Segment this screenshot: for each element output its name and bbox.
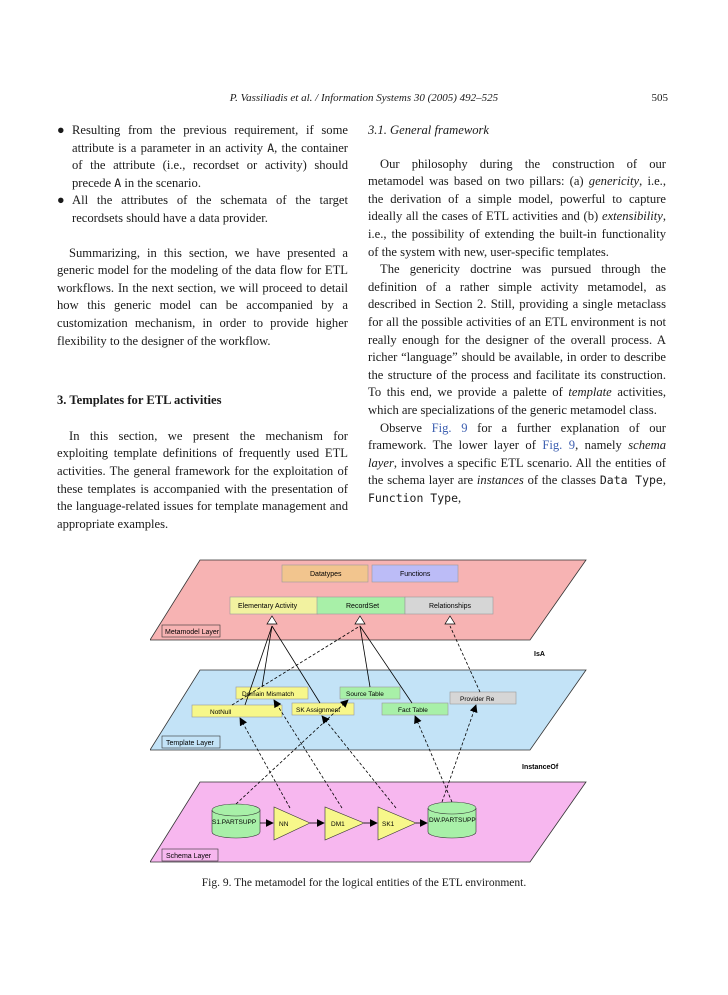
isa-label: IsA [534,651,545,658]
subsection-heading: 3.1. General framework [368,123,490,137]
domain-mismatch-label: Domain Mismatch [242,691,294,698]
p2-text-a: The genericity doctrine was pursued thro… [368,262,666,400]
code-data-type: Data Type [599,473,663,488]
figure-9: Metamodel Layer Datatypes Functions Elem… [150,550,590,870]
p3-text-d: , involves a specific ETL scenario. All … [368,455,666,488]
bullet1-line4b: in the scenario. [121,175,201,190]
running-header: P. Vassiliadis et al. / Information Syst… [60,92,668,108]
p3-text-e: of the classes [523,473,600,488]
running-title: P. Vassiliadis et al. / Information Syst… [229,92,499,104]
template-layer-label-box [161,735,221,749]
sk-assignment-label: SK Assignment [296,707,340,714]
left-column: ● Resulting from the previous requiremen… [57,122,348,533]
p3-instances: instances [476,473,524,488]
datatypes-box [281,564,369,583]
observe-paragraph: Observe Fig. 9 for a further explanation… [368,420,666,508]
metamodel-layer-label-box [161,624,221,638]
p3-text-b: for a further explanation of our framewo… [368,420,666,453]
p1-extensibility: extensibility [601,209,663,224]
fig9-link[interactable]: Fig. 9 [542,438,576,453]
isa-dashed-edges [231,625,481,706]
section-intro-paragraph: In this section, we present the mechanis… [57,428,348,531]
notnull-box [191,704,283,718]
p2-text-b: activities, which are specializations of… [368,385,666,417]
figure-caption: Fig. 9. The metamodel for the logical en… [201,877,527,889]
isa-head-recordset [354,615,366,625]
p2-template: template [568,385,612,400]
fact-table-box [381,702,449,716]
domain-mismatch-box [235,686,309,700]
isa-head-elementary [266,615,278,625]
page-number: 505 [651,92,669,104]
section-heading: 3. Templates for ETL activities [57,393,222,408]
p1-text-a: Our philosophy during the construction o… [368,156,666,189]
philosophy-paragraph: Our philosophy during the construction o… [368,156,666,262]
sk1-triangle [377,806,417,841]
s1-partsupp-cylinder [211,803,261,839]
fig9-link[interactable]: Fig. 9 [431,420,468,435]
dw-partsupp-label: DW.PARTSUPP [429,817,476,824]
functions-label: Functions [400,571,431,578]
bullet1-line2a: some attribute is a parameter in an acti… [72,123,348,155]
template-layer-label: Template Layer [166,740,215,747]
provider-rel-box [449,691,517,705]
code-function-type: Function Type [368,490,459,505]
schema-layer-label-box [161,848,219,862]
provider-rel-label: Provider Re [460,696,495,703]
code-a: A [267,140,275,155]
p1-genericity: genericity [588,174,640,189]
bullet1-line1: Resulting from the previous requirement,… [72,123,314,137]
instanceof-edges [235,699,478,809]
instanceof-label: InstanceOf [522,764,559,771]
p3-text-a: Observe [380,420,432,435]
sk-assignment-box [291,702,355,716]
p1-text-b: , i.e., the derivation of a simple model… [368,174,666,224]
isa-edges [244,625,413,706]
p3-text-c: , namely [575,438,629,453]
fact-table-label: Fact Table [398,707,428,714]
relationships-box [404,596,494,615]
nn-label: NN [279,821,289,828]
p3-sep: , [458,490,462,505]
datatypes-label: Datatypes [310,571,342,578]
isa-head-relationships [444,615,456,625]
schema-layer-label: Schema Layer [166,853,212,860]
bullet-icon: ● [57,123,65,137]
schema-layer-plane [150,781,587,863]
notnull-label: NotNull [210,709,232,716]
genericity-paragraph: The genericity doctrine was pursued thro… [368,261,666,419]
dm1-triangle [324,806,365,841]
bullet-icon: ● [57,193,65,208]
bullet1-line3: the container of the attribute (i.e., re… [72,140,348,173]
dm1-label: DM1 [331,821,345,828]
s1-partsupp-label: S1.PARTSUPP [212,819,256,826]
functions-box [371,564,459,583]
bullet1-line2b: , [274,140,278,155]
right-column: 3.1. General framework Our philosophy du… [368,122,666,507]
relationships-label: Relationships [429,603,472,610]
p1-text-c: , i.e., the possibility of extending the… [368,209,666,259]
bullet2-text: All the attributes of the schemata of th… [72,193,348,225]
code-a: A [114,175,122,190]
metamodel-layer-label: Metamodel Layer [165,629,220,636]
source-table-label: Source Table [346,691,384,698]
bullet-item-2: ● All the attributes of the schemata of … [57,192,348,227]
dw-partsupp-cylinder [427,801,477,839]
bullet-item-1: ● Resulting from the previous requiremen… [57,122,348,192]
sk1-label: SK1 [382,821,395,828]
metamodel-diagram: Metamodel Layer Datatypes Functions Elem… [150,559,587,863]
p3-schema-layer: schema layer [368,438,666,470]
elementary-activity-label: Elementary Activity [238,603,298,610]
p3-sep: , [662,473,666,488]
recordset-label: RecordSet [346,603,379,610]
summary-paragraph: Summarizing, in this section, we have pr… [57,245,348,348]
bullet1-line4a: activity) should precede [72,158,348,190]
nn-triangle [273,806,311,841]
